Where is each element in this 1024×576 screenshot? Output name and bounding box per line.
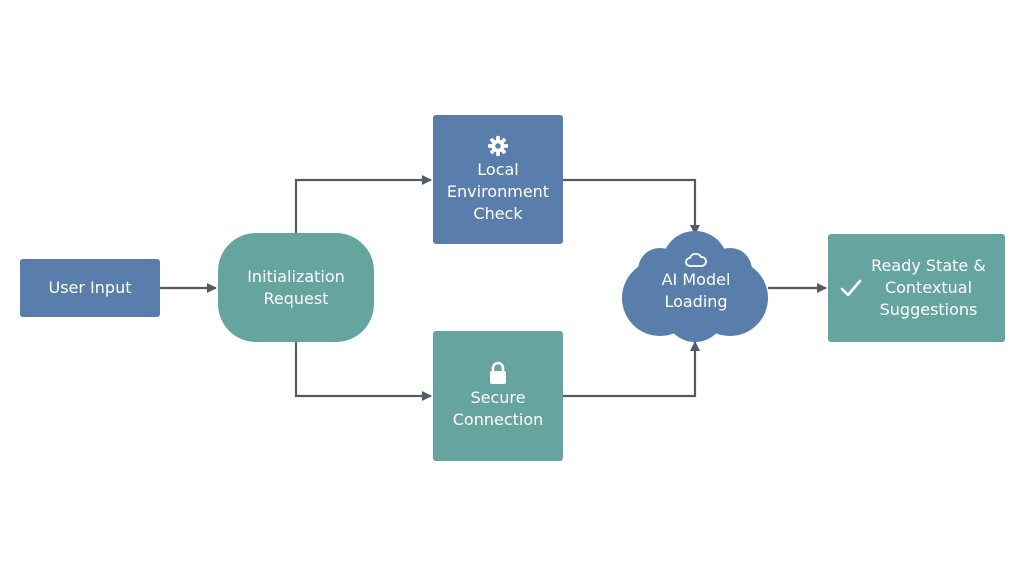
node-label: Ready State & Contextual Suggestions bbox=[871, 256, 986, 319]
node-label: Local Environment Check bbox=[446, 159, 550, 223]
cloud-icon bbox=[685, 253, 707, 267]
edge-init-to-env bbox=[294, 175, 432, 233]
node-user-input: User Input bbox=[20, 259, 160, 317]
ai-model-loading-cloud bbox=[622, 231, 768, 342]
checkmark-icon bbox=[840, 279, 862, 297]
gear-icon bbox=[487, 135, 509, 156]
node-local-environment-check: Local Environment Check bbox=[433, 115, 563, 244]
node-label: User Input bbox=[48, 278, 132, 297]
node-secure-connection: Secure Connection bbox=[433, 331, 563, 461]
edge-init-to-secure bbox=[294, 342, 432, 401]
edge-secure-to-model bbox=[563, 341, 700, 398]
node-label: Initialization Request bbox=[247, 266, 345, 308]
node-label: Secure Connection bbox=[452, 388, 544, 429]
edge-env-to-model bbox=[563, 178, 700, 235]
node-ai-model-loading: AI Model Loading bbox=[636, 248, 756, 318]
lock-icon bbox=[490, 361, 506, 384]
node-initialization-request: Initialization Request bbox=[218, 233, 374, 342]
node-label: AI Model Loading bbox=[661, 270, 731, 311]
node-ready-state: Ready State & Contextual Suggestions bbox=[828, 234, 1005, 342]
